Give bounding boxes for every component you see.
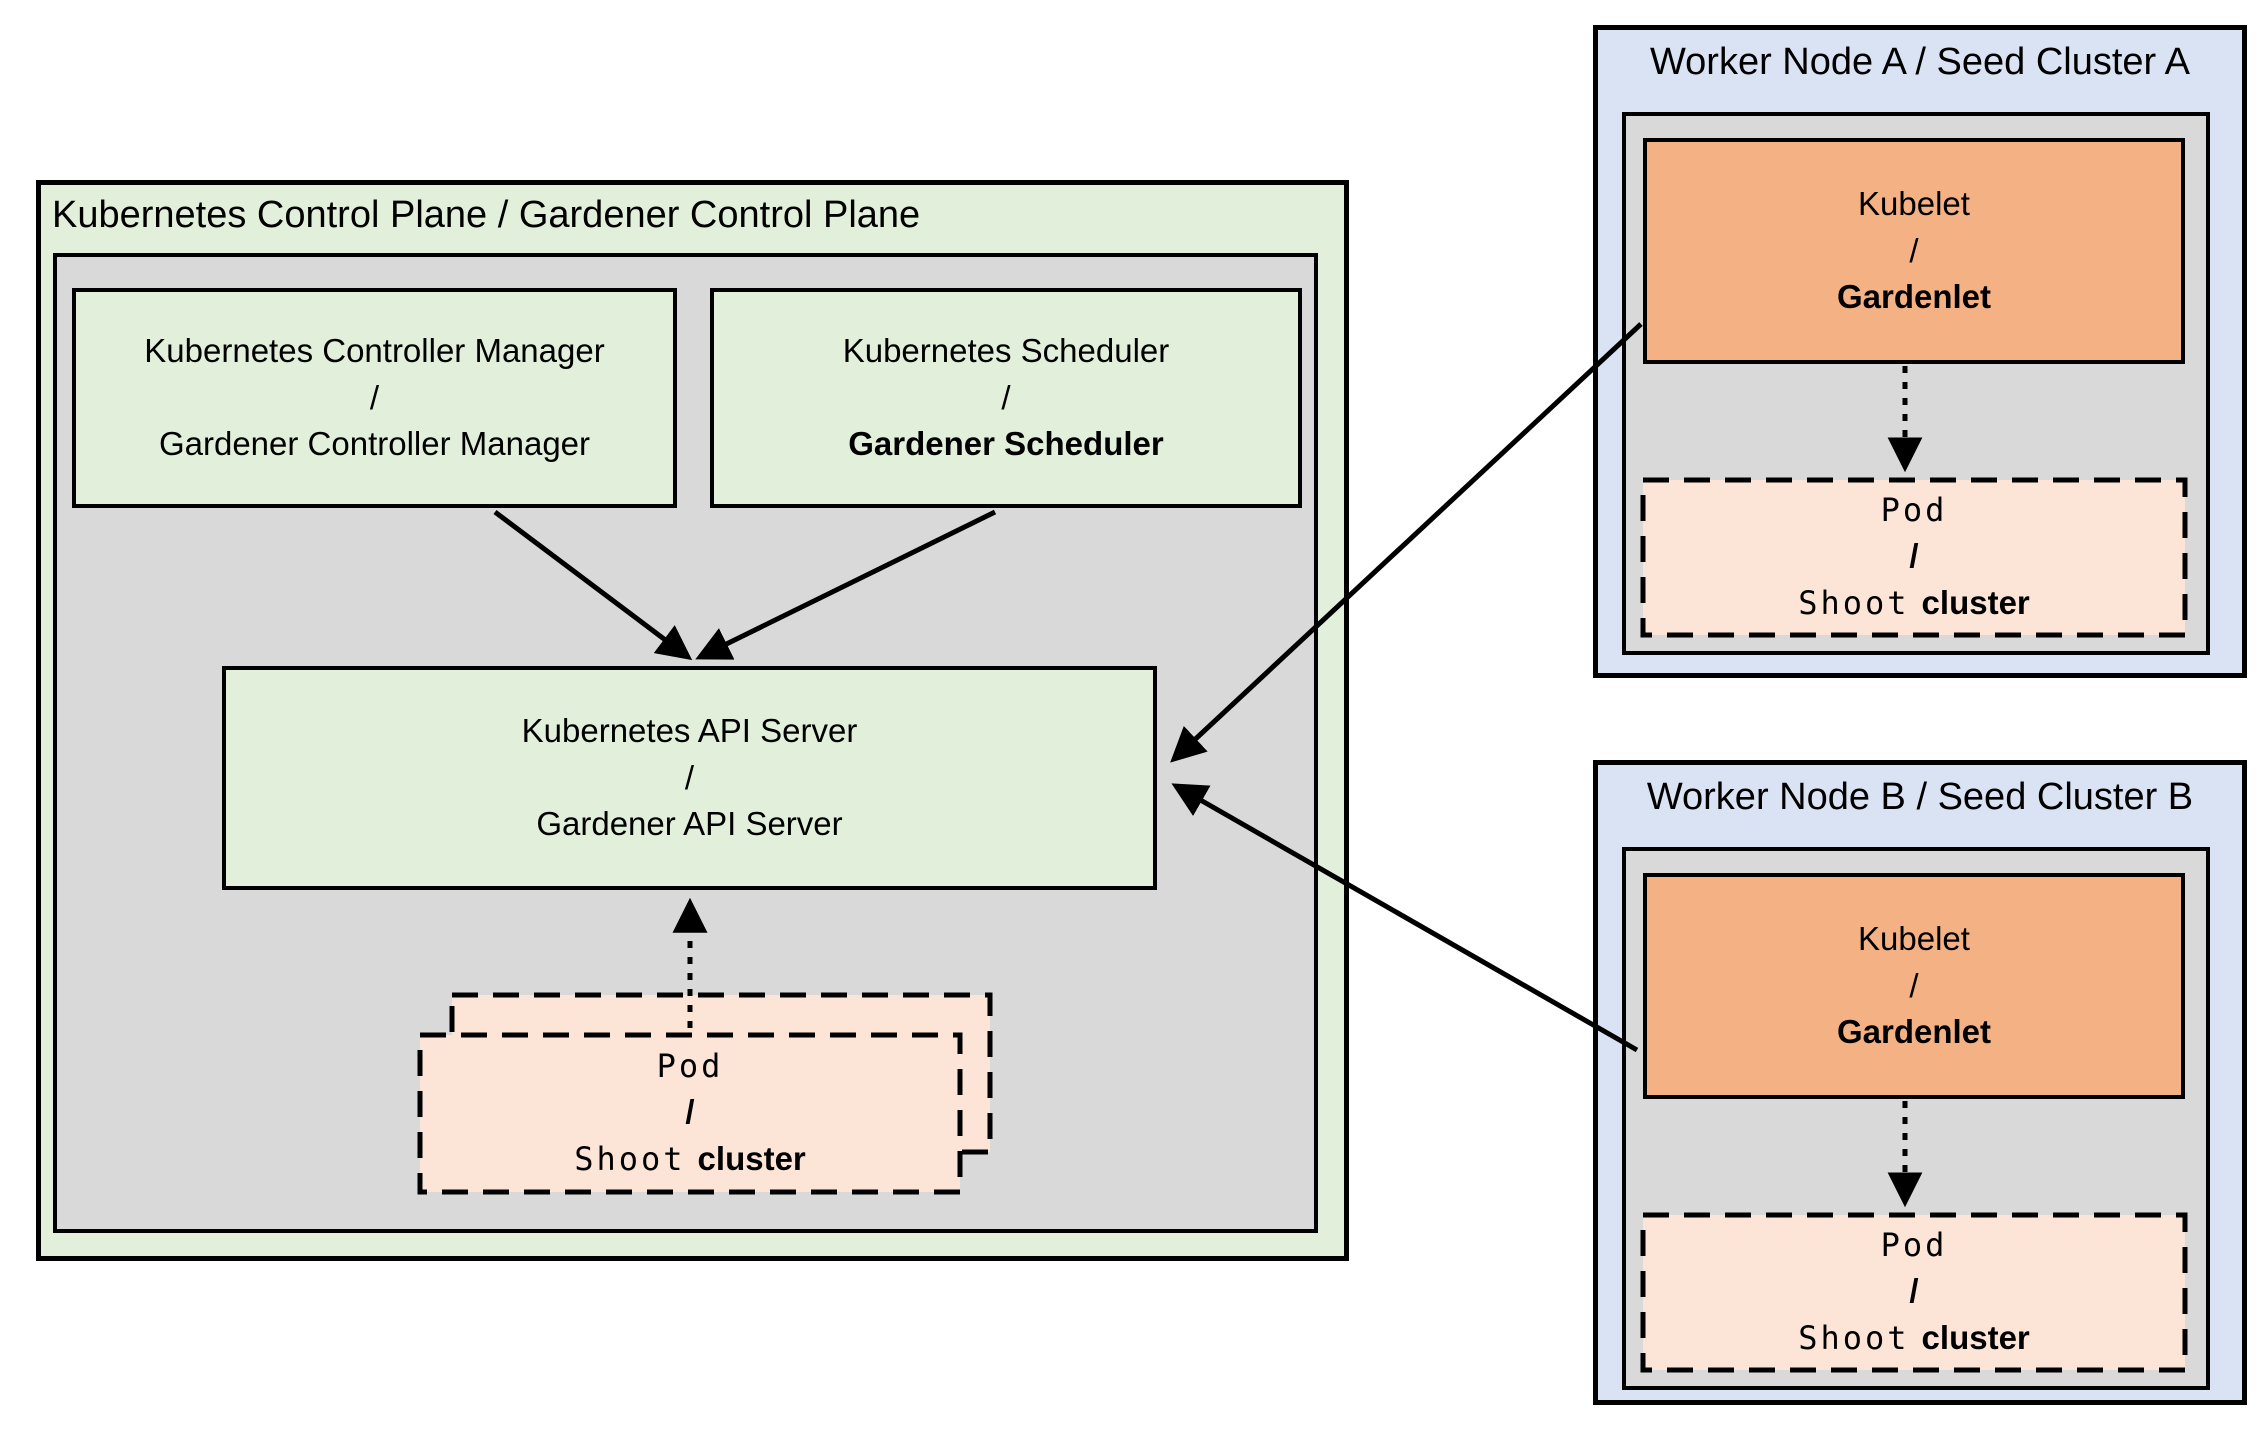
pod-shoot-label-worker-a: Pod / Shoot cluster bbox=[1643, 480, 2185, 635]
pod-stack-line2: Shoot cluster bbox=[574, 1136, 806, 1183]
worker-node-b-title: Worker Node B / Seed Cluster B bbox=[1646, 776, 2194, 818]
kubelet-a-line1: Kubelet bbox=[1858, 184, 1970, 222]
kubelet-a-separator: / bbox=[1909, 231, 1919, 269]
kubelet-b-line1: Kubelet bbox=[1858, 919, 1970, 957]
kubelet-b-label: Kubelet / Gardenlet bbox=[1647, 877, 2181, 1095]
controller-manager-label: Kubernetes Controller Manager / Gardener… bbox=[76, 292, 673, 504]
pod-a-cluster: cluster bbox=[1921, 584, 2030, 622]
pod-stack-shoot: Shoot bbox=[574, 1140, 686, 1179]
controller-manager-line1: Kubernetes Controller Manager bbox=[144, 331, 605, 369]
api-server-line1: Kubernetes API Server bbox=[521, 711, 858, 749]
pod-shoot-label-worker-b: Pod / Shoot cluster bbox=[1643, 1215, 2185, 1370]
pod-b-line2: Shoot cluster bbox=[1798, 1315, 2030, 1362]
kubelet-b-box: Kubelet / Gardenlet bbox=[1643, 873, 2185, 1099]
pod-stack-separator: / bbox=[685, 1093, 695, 1131]
control-plane-title: Kubernetes Control Plane / Gardener Cont… bbox=[52, 194, 921, 236]
pod-b-line1: Pod bbox=[1880, 1225, 1948, 1264]
pod-a-shoot: Shoot bbox=[1798, 584, 1910, 623]
api-server-separator: / bbox=[684, 758, 695, 796]
pod-stack-cluster: cluster bbox=[697, 1140, 806, 1178]
scheduler-line2: Gardener Scheduler bbox=[848, 425, 1164, 463]
kubelet-a-line2: Gardenlet bbox=[1836, 278, 1992, 316]
pod-a-line1: Pod bbox=[1880, 490, 1948, 529]
api-server-line2: Gardener API Server bbox=[536, 805, 843, 843]
kubelet-a-label: Kubelet / Gardenlet bbox=[1647, 142, 2181, 360]
pod-stack-line1: Pod bbox=[656, 1046, 724, 1085]
api-server-label: Kubernetes API Server / Gardener API Ser… bbox=[226, 670, 1153, 886]
controller-manager-line2: Gardener Controller Manager bbox=[158, 425, 591, 463]
kubelet-a-box: Kubelet / Gardenlet bbox=[1643, 138, 2185, 364]
controller-manager-separator: / bbox=[369, 378, 380, 416]
pod-shoot-front-label: Pod / Shoot cluster bbox=[420, 1035, 960, 1192]
pod-b-cluster: cluster bbox=[1921, 1319, 2030, 1357]
kubelet-b-separator: / bbox=[1909, 966, 1919, 1004]
pod-b-shoot: Shoot bbox=[1798, 1319, 1910, 1358]
scheduler-line1: Kubernetes Scheduler bbox=[842, 331, 1170, 369]
worker-node-a-title: Worker Node A / Seed Cluster A bbox=[1649, 41, 2190, 83]
pod-a-line2: Shoot cluster bbox=[1798, 580, 2030, 627]
pod-b-separator: / bbox=[1909, 1272, 1919, 1310]
pod-a-separator: / bbox=[1909, 537, 1919, 575]
scheduler-box: Kubernetes Scheduler / Gardener Schedule… bbox=[710, 288, 1302, 508]
controller-manager-box: Kubernetes Controller Manager / Gardener… bbox=[72, 288, 677, 508]
api-server-box: Kubernetes API Server / Gardener API Ser… bbox=[222, 666, 1157, 890]
scheduler-label: Kubernetes Scheduler / Gardener Schedule… bbox=[714, 292, 1298, 504]
scheduler-separator: / bbox=[1001, 378, 1011, 416]
kubelet-b-line2: Gardenlet bbox=[1836, 1013, 1992, 1051]
